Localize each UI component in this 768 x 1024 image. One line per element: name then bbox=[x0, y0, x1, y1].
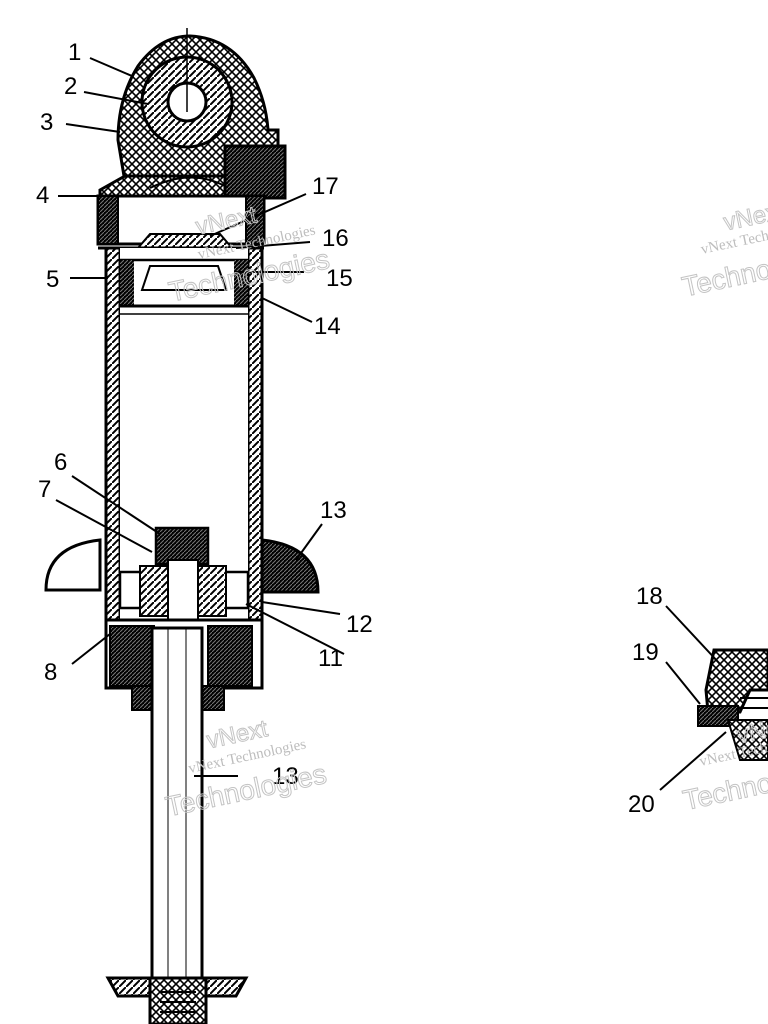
callout-18: 18 bbox=[636, 583, 663, 610]
callout-12: 12 bbox=[346, 611, 373, 638]
callout-labels: 1 2 3 4 5 6 7 8 11 12 13 14 15 16 17 18 … bbox=[36, 39, 663, 818]
callout-14: 14 bbox=[314, 313, 341, 340]
callout-15: 15 bbox=[326, 265, 353, 292]
callout-7: 7 bbox=[38, 476, 51, 503]
callout-16: 16 bbox=[322, 225, 349, 252]
callout-17: 17 bbox=[312, 173, 339, 200]
callout-20: 20 bbox=[628, 791, 655, 818]
callout-13: 13 bbox=[320, 497, 347, 524]
callout-3: 3 bbox=[40, 109, 53, 136]
leader-lines bbox=[55, 57, 727, 791]
piston-assembly bbox=[118, 526, 250, 621]
callout-11: 11 bbox=[318, 645, 343, 672]
callout-partial: 13 bbox=[272, 763, 299, 790]
callout-2: 2 bbox=[64, 73, 77, 100]
callout-4: 4 bbox=[36, 182, 49, 209]
bottom-mount bbox=[105, 976, 249, 1024]
callout-19: 19 bbox=[632, 639, 659, 666]
detail-view bbox=[697, 648, 768, 761]
top-mount-eye bbox=[98, 28, 287, 207]
spring-retainer bbox=[44, 538, 320, 594]
shaft bbox=[150, 626, 204, 990]
callout-5: 5 bbox=[46, 266, 59, 293]
callout-1: 1 bbox=[68, 39, 81, 66]
upper-cap bbox=[96, 194, 266, 250]
callout-6: 6 bbox=[54, 449, 67, 476]
callout-8: 8 bbox=[44, 659, 57, 686]
